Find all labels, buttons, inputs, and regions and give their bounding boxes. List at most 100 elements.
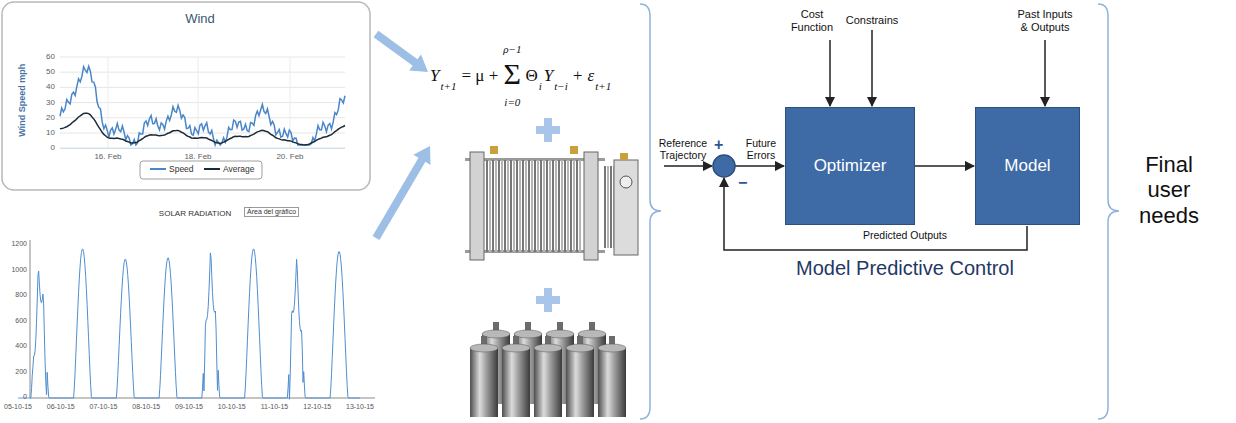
axis-tick: 18. Feb	[184, 152, 211, 161]
flow-arrow	[374, 31, 428, 72]
data-line	[60, 66, 345, 145]
signal-label: Reference Trajectory	[656, 137, 710, 161]
electrolyzer-picture	[465, 146, 638, 260]
equation-term: = μ +	[461, 66, 498, 86]
hydrogen-cylinders-picture	[470, 348, 498, 417]
summing-junction	[713, 155, 735, 177]
flow-arrow	[373, 146, 431, 240]
axis-tick: 40	[46, 82, 55, 91]
curly-brace	[640, 4, 1119, 419]
electrolyzer-picture	[516, 160, 518, 252]
electrolyzer-picture	[620, 153, 628, 160]
electrolyzer-picture	[470, 152, 484, 260]
electrolyzer-picture	[607, 166, 609, 248]
flow-connector	[915, 165, 974, 167]
hydrogen-cylinders-picture	[470, 344, 498, 352]
equation-term: Y	[430, 66, 439, 86]
axis-tick: 06-10-15	[47, 403, 75, 411]
axis-tick: 800	[15, 291, 27, 299]
axis-tick: 0	[51, 143, 55, 152]
signal-label: Predicted Outputs	[863, 229, 947, 241]
box-text: Model	[1004, 156, 1050, 176]
axis-tick: 20. Feb	[276, 152, 303, 161]
electrolyzer-picture	[610, 166, 612, 248]
electrolyzer-picture	[543, 160, 545, 252]
legend-box	[140, 161, 262, 179]
legend-line	[204, 168, 220, 170]
equation-term: Y	[544, 66, 553, 86]
electrolyzer-picture	[552, 160, 554, 252]
axis-tick: 400	[15, 342, 27, 350]
signal-arrow	[735, 165, 784, 167]
legend-line	[150, 168, 166, 170]
axis-line	[30, 240, 31, 398]
electrolyzer-picture	[489, 160, 491, 252]
legend-entry: Speed	[150, 164, 194, 174]
axis-tick: 1000	[11, 266, 27, 274]
process-box: Model	[975, 107, 1080, 225]
grid-line	[60, 102, 345, 103]
electrolyzer-picture	[546, 160, 548, 252]
input-label: Cost Function	[783, 8, 841, 33]
axis-tick: 11-10-15	[261, 403, 289, 411]
axis-tick: 05-10-15	[4, 403, 32, 411]
input-label: Past Inputs & Outputs	[1013, 8, 1077, 33]
chart-panel	[2, 2, 370, 190]
legend-sample	[204, 165, 220, 173]
plus-symbol	[544, 118, 552, 142]
electrolyzer-picture	[525, 160, 527, 252]
electrolyzer-picture	[570, 160, 572, 252]
electrolyzer-picture	[561, 160, 563, 252]
chart-panel	[2, 2, 370, 190]
grid-line	[60, 57, 345, 58]
axis-tick: 50	[46, 67, 55, 76]
hydrogen-cylinders-picture	[566, 348, 594, 417]
electrolyzer-picture	[540, 160, 542, 252]
diagram-caption: Model Predictive Control	[796, 257, 1014, 280]
plus-symbol	[536, 118, 560, 312]
axis-tick: 20	[46, 113, 55, 122]
sign-symbol: −	[738, 174, 747, 192]
electrolyzer-picture	[537, 160, 539, 252]
equation-term: i	[539, 80, 542, 93]
equation-term: Σ	[504, 57, 521, 92]
electrolyzer-picture	[513, 160, 515, 252]
electrolyzer-picture	[492, 160, 494, 252]
equation-term: i=0	[504, 96, 520, 109]
grid-line	[60, 87, 345, 88]
signal-arrow	[1044, 40, 1046, 106]
summing-junction	[713, 155, 735, 177]
signal-arrow	[871, 30, 873, 106]
axis-tick: 1200	[11, 240, 27, 248]
equation-term: t−i	[554, 80, 568, 93]
electrolyzer-picture	[501, 160, 503, 252]
electrolyzer-picture	[528, 160, 530, 252]
plus-symbol	[544, 288, 552, 312]
electrolyzer-picture	[531, 160, 533, 252]
hydrogen-cylinders-picture	[598, 344, 626, 352]
flow-arrow	[373, 31, 431, 240]
equation-term: + ε	[572, 66, 594, 86]
hydrogen-cylinders-picture	[534, 344, 562, 352]
electrolyzer-picture	[573, 160, 575, 252]
axis-tick: 10-10-15	[218, 403, 246, 411]
electrolyzer-picture	[584, 152, 598, 260]
hydrogen-cylinders-picture	[502, 344, 530, 352]
grid-line	[60, 117, 345, 118]
grid-line	[60, 148, 345, 149]
electrolyzer-picture	[620, 176, 632, 188]
hydrogen-cylinders-picture	[534, 348, 562, 417]
input-label: Constrains	[846, 14, 899, 27]
axis-tick: 200	[15, 368, 27, 376]
hydrogen-cylinders-picture	[566, 344, 594, 352]
electrolyzer-picture	[604, 166, 606, 248]
grid-line	[60, 72, 345, 73]
electrolyzer-picture	[507, 160, 509, 252]
equation-term: t+1	[440, 80, 456, 93]
hydrogen-cylinders-picture	[598, 348, 626, 417]
axis-tick: 600	[15, 317, 27, 325]
signal-arrow	[664, 165, 712, 167]
electrolyzer-picture	[490, 146, 498, 154]
equation-term: Θ	[525, 66, 537, 86]
axis-line	[30, 240, 375, 398]
